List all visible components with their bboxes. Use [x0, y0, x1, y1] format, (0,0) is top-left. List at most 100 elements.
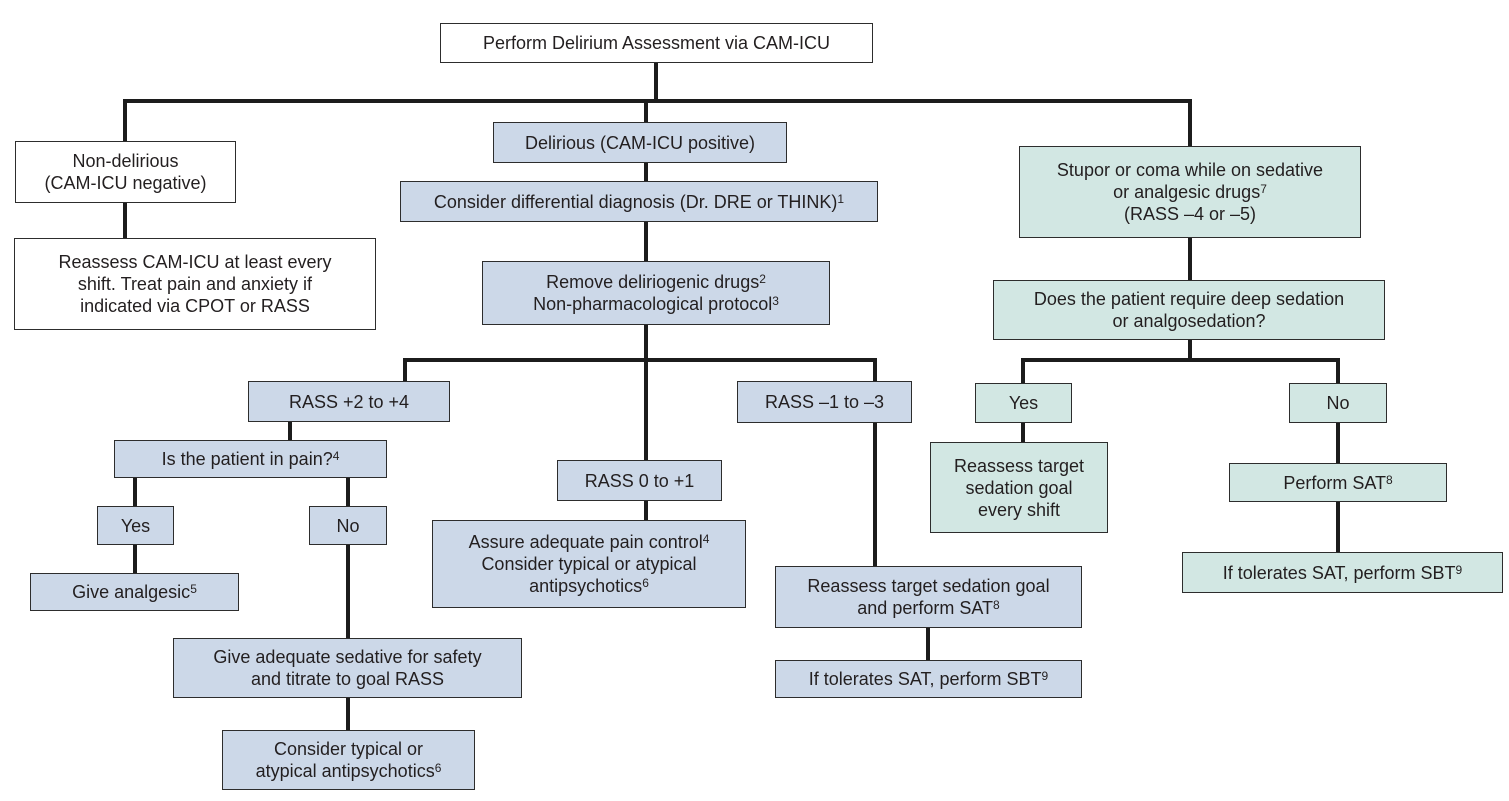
node-rass-0-to-plus1: RASS 0 to +1	[557, 460, 722, 501]
node-text: Perform Delirium Assessment via CAM-ICU	[482, 33, 831, 53]
node-text: Remove deliriogenic drugs	[546, 272, 760, 292]
node-text-line: Non-pharmacological protocol3	[533, 293, 779, 315]
node-text: Give analgesic	[72, 582, 191, 602]
node-tolerates-sat-sbt-mid: If tolerates SAT, perform SBT9	[775, 660, 1082, 698]
node-text-line: RASS 0 to +1	[585, 470, 695, 492]
node-text: (RASS –4 or –5)	[1123, 204, 1257, 224]
superscript-note: 5	[190, 582, 197, 596]
node-pain-yes: Yes	[97, 506, 174, 545]
perform-sat-to-sbt-connector	[1336, 501, 1340, 553]
node-text: No	[1326, 393, 1350, 413]
non-delirious-to-reassess-connector	[123, 203, 127, 239]
node-text-line: No	[336, 515, 359, 537]
top-to-main-branch-connector	[654, 63, 658, 103]
superscript-note: 1	[837, 191, 845, 206]
node-sedation-yes: Yes	[975, 383, 1072, 423]
no-to-sedative-connector	[346, 544, 350, 639]
node-text-line: Give analgesic5	[72, 581, 197, 603]
superscript-note: 9	[1041, 669, 1049, 683]
reassess-sat-to-sbt-connector	[926, 627, 930, 661]
node-text: Consider typical or	[273, 739, 424, 759]
node-text-line: sedation goal	[965, 477, 1072, 499]
node-text-line: Assure adequate pain control4	[469, 531, 710, 553]
main-branch-center-drop-connector	[644, 99, 648, 123]
node-text-line: Yes	[1009, 392, 1038, 414]
node-text-line: Perform SAT8	[1283, 472, 1392, 494]
node-rass-minus1-to-minus3: RASS –1 to –3	[737, 381, 912, 423]
node-perform-sat: Perform SAT8	[1229, 463, 1447, 502]
mid-branch-horizontal-connector	[403, 358, 877, 362]
node-text: antipsychotics	[529, 576, 643, 596]
node-text-line: Reassess target	[954, 455, 1084, 477]
node-text-line: RASS +2 to +4	[289, 391, 409, 413]
pain-to-no-connector	[346, 477, 350, 507]
node-text: indicated via CPOT or RASS	[80, 296, 310, 316]
node-text: or analgesic drugs	[1113, 182, 1261, 202]
node-text-line: Reassess target sedation goal	[807, 575, 1049, 597]
rassm13-to-reassess-sat-connector	[873, 421, 877, 567]
node-pain-no: No	[309, 506, 387, 545]
yes-to-analgesic-connector	[133, 544, 137, 574]
node-text-line: Reassess CAM-ICU at least every	[58, 251, 331, 273]
node-text: If tolerates SAT, perform SBT	[808, 669, 1042, 689]
rass24-to-pain-connector	[288, 421, 292, 441]
node-delirious: Delirious (CAM-ICU positive)	[493, 122, 787, 163]
node-sedation-no: No	[1289, 383, 1387, 423]
main-branch-right-drop-connector	[1188, 99, 1192, 147]
node-text: If tolerates SAT, perform SBT	[1222, 562, 1456, 583]
node-text: Stupor or coma while on sedative	[1056, 160, 1324, 180]
node-text-line: shift. Treat pain and anxiety if	[78, 273, 312, 295]
right-branch-horizontal-connector	[1021, 358, 1340, 362]
node-text-line: Remove deliriogenic drugs2	[546, 271, 766, 293]
superscript-note: 8	[1386, 472, 1393, 487]
node-text-line: (RASS –4 or –5)	[1124, 203, 1256, 225]
node-text: Yes	[1008, 393, 1039, 413]
node-text-line: Delirious (CAM-ICU positive)	[525, 132, 755, 154]
node-text: Reassess target sedation goal	[807, 576, 1050, 596]
node-text: Reassess CAM-ICU at least every	[58, 252, 332, 272]
node-consider-differential: Consider differential diagnosis (Dr. DRE…	[400, 181, 878, 222]
node-text-line: If tolerates SAT, perform SBT9	[1223, 562, 1462, 584]
superscript-note: 4	[702, 532, 710, 546]
node-text-line: Stupor or coma while on sedative	[1057, 159, 1323, 181]
stupor-to-does-connector	[1188, 237, 1192, 281]
node-text: or analgosedation?	[1112, 311, 1266, 331]
node-text: Yes	[120, 515, 151, 536]
consider-to-remove-connector	[644, 222, 648, 262]
remove-to-rass0-connector	[644, 325, 648, 461]
node-text: Perform SAT	[1283, 472, 1386, 493]
does-to-right-branch-connector	[1188, 339, 1192, 361]
superscript-note: 7	[1260, 182, 1267, 196]
superscript-note: 6	[642, 576, 649, 590]
node-text-line: Consider typical or atypical	[481, 553, 696, 575]
node-text: Delirious (CAM-ICU positive)	[524, 132, 756, 153]
node-text: and titrate to goal RASS	[250, 669, 445, 689]
node-text-line: antipsychotics6	[529, 575, 649, 597]
superscript-note: 2	[759, 272, 766, 286]
node-text: Does the patient require deep sedation	[1033, 289, 1345, 309]
node-text-line: Give adequate sedative for safety	[213, 646, 481, 668]
node-text: Non-pharmacological protocol	[533, 294, 773, 314]
node-text: RASS +2 to +4	[288, 391, 410, 412]
node-text: RASS 0 to +1	[584, 470, 695, 491]
node-text: atypical antipsychotics	[255, 761, 435, 781]
node-give-analgesic: Give analgesic5	[30, 573, 239, 611]
mid-branch-right-drop-connector	[873, 358, 877, 382]
node-tolerates-sat-sbt-right: If tolerates SAT, perform SBT9	[1182, 552, 1503, 593]
superscript-note: 3	[772, 294, 779, 308]
node-text: Assure adequate pain control	[468, 532, 703, 552]
node-text-line: No	[1326, 392, 1349, 414]
node-rass-plus2-to-plus4: RASS +2 to +4	[248, 381, 450, 422]
node-text: Consider differential diagnosis (Dr. DRE…	[433, 191, 838, 212]
node-pain-question: Is the patient in pain?4	[114, 440, 387, 478]
superscript-note: 4	[332, 449, 340, 463]
node-text-line: and perform SAT8	[857, 597, 999, 619]
